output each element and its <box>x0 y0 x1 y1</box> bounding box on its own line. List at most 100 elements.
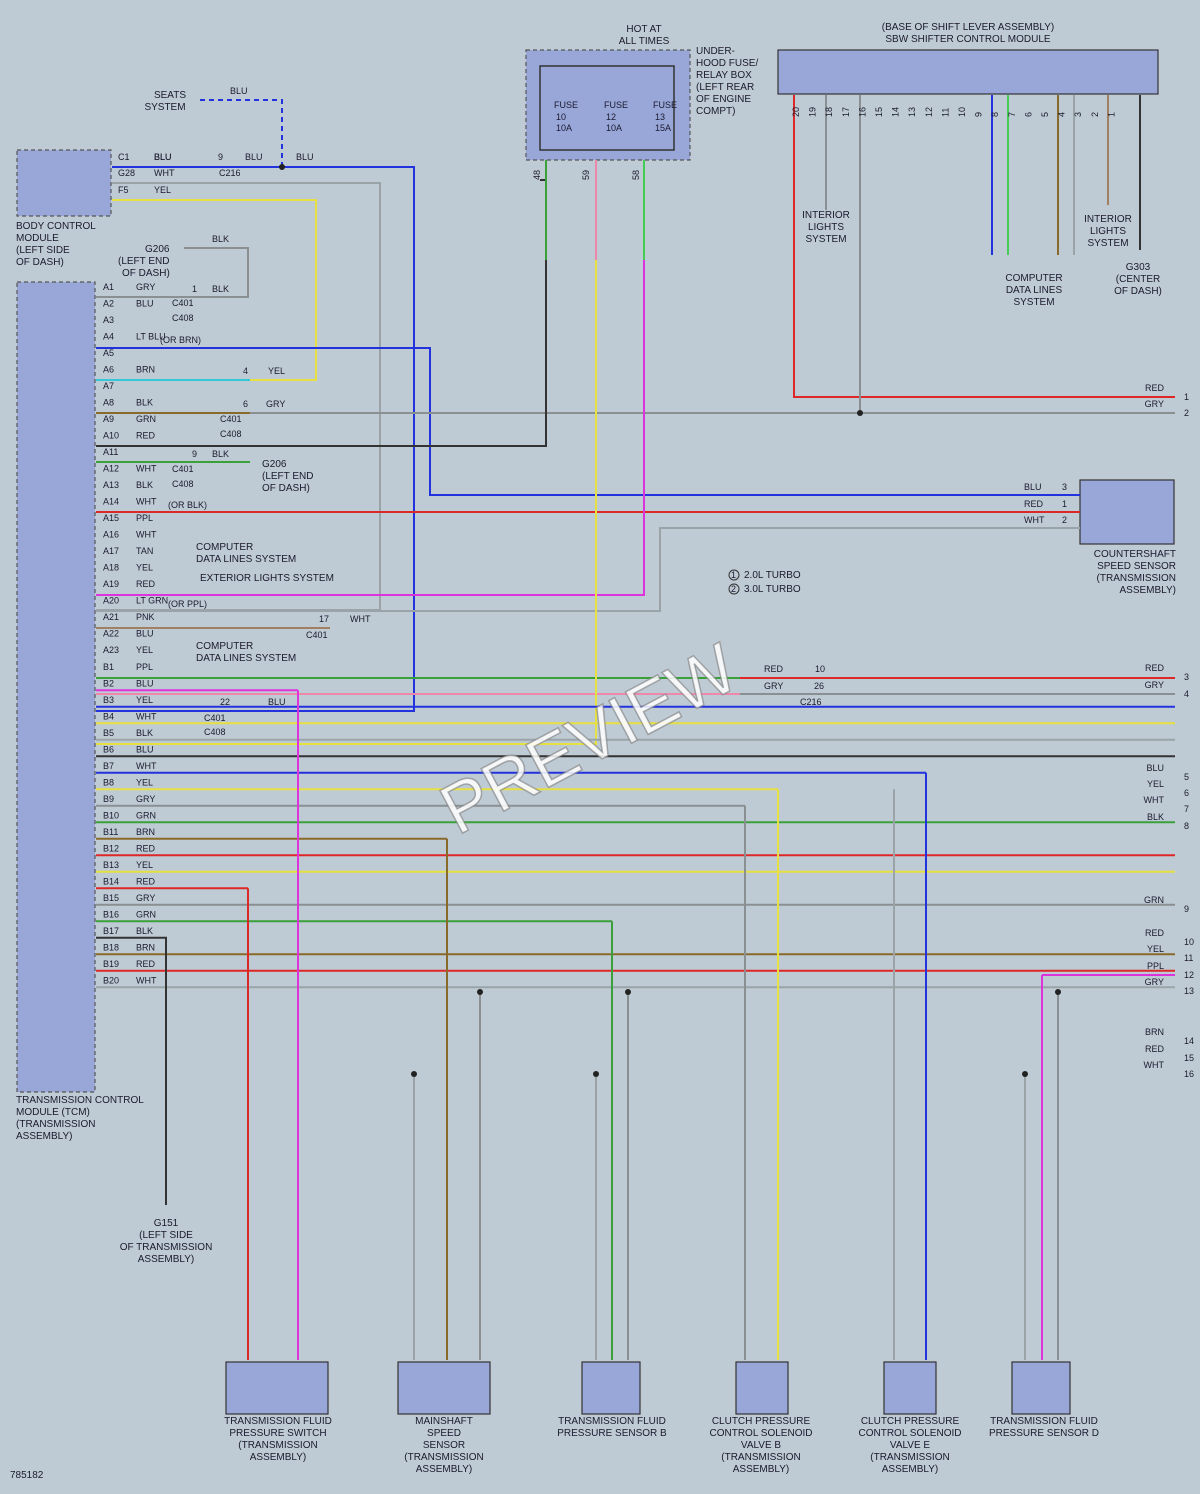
g151-label-2: (LEFT SIDE <box>139 1230 193 1241</box>
tcm-wire-color-b19: RED <box>136 959 156 969</box>
a1-c401: C401 <box>172 298 194 308</box>
tcm-pin-a15: A15 <box>103 513 119 523</box>
tcm-pin-a12: A12 <box>103 464 119 474</box>
tcm-wire-color-b18: BRN <box>136 942 155 952</box>
tcm-wire-color-b6: BLU <box>136 744 154 754</box>
pressure-sensor-d-box <box>1011 1361 1071 1415</box>
countershaft-label-3: (TRANSMISSION <box>1097 573 1176 584</box>
wire-gry-a1 <box>96 247 249 298</box>
right-edge-num-11: 11 <box>1184 953 1193 963</box>
fusebox-label-3: RELAY BOX <box>696 70 752 81</box>
tcm-pin-b19: B19 <box>103 959 119 969</box>
right-edge-num-12: 12 <box>1184 970 1194 980</box>
g303-label-1: G303 <box>1126 262 1151 273</box>
shifter-pin-14: 14 <box>891 107 901 117</box>
bcm-pin-c1: C1 <box>118 152 130 162</box>
right-edge-color-12: PPL <box>1147 961 1164 971</box>
a4-yel-label: YEL <box>268 366 285 376</box>
out4-c216: C216 <box>800 697 822 707</box>
tcm-pin-a6: A6 <box>103 365 114 375</box>
fusebox-label-2: HOOD FUSE/ <box>696 58 758 69</box>
right-edge-color-16: WHT <box>1144 1060 1165 1070</box>
a9-c408: C408 <box>172 479 194 489</box>
splice-bottom-0 <box>477 989 483 995</box>
tcm-pin-a11: A11 <box>103 447 118 457</box>
tcm-wire-color-a4: LT BLU <box>136 332 166 342</box>
a6-pin-6: 6 <box>243 399 248 409</box>
tcm-wire-color-b20: WHT <box>136 975 157 985</box>
g151-label-4: ASSEMBLY) <box>138 1254 195 1265</box>
fuse-pin-59: 59 <box>581 170 591 180</box>
tcm-wire-color-a14: WHT <box>136 497 157 507</box>
bottom-label-1-4: ASSEMBLY) <box>416 1464 473 1475</box>
splice-bottom-3 <box>411 1071 417 1077</box>
g206a-label-1: G206 <box>145 244 170 255</box>
fuse-num-12: 12 <box>606 112 616 122</box>
shifter-pin-13: 13 <box>907 107 917 117</box>
tcm-wire-color-a16: WHT <box>136 530 157 540</box>
a6-c401: C401 <box>220 414 242 424</box>
legend-num-2: 2 <box>731 584 736 594</box>
shifter-pin-15: 15 <box>874 107 884 117</box>
tcm-pin-b8: B8 <box>103 777 114 787</box>
tcm-pin-b9: B9 <box>103 794 114 804</box>
tcm-wire-color-b16: GRN <box>136 909 156 919</box>
hot-label-1: HOT AT <box>626 24 661 35</box>
right-edge-num-4: 4 <box>1184 689 1189 699</box>
tcm-pin-a18: A18 <box>103 563 119 573</box>
fuse-name-12: FUSE <box>604 100 628 110</box>
a10-or-blk: (OR BLK) <box>168 500 207 510</box>
tcm-label-1: TRANSMISSION CONTROL <box>16 1095 144 1106</box>
tcm-box <box>16 281 96 1093</box>
tcm-wire-color-b11: BRN <box>136 827 155 837</box>
tcm-wire-color-a18: YEL <box>136 563 153 573</box>
tcm-wire-color-b15: GRY <box>136 893 155 903</box>
bcm-color-f5: YEL <box>154 185 171 195</box>
splice-bottom-2 <box>1055 989 1061 995</box>
g206a-label-2: (LEFT END <box>118 256 170 267</box>
cdl-top-label-3: SYSTEM <box>1013 297 1054 308</box>
tcm-wire-color-a17: TAN <box>136 546 153 556</box>
a9-pin-9: 9 <box>192 449 197 459</box>
legend-num-1: 1 <box>731 570 736 580</box>
right-edge-color-15: RED <box>1145 1044 1165 1054</box>
right-edge-color-11: YEL <box>1147 944 1164 954</box>
interior2-label-1: INTERIOR <box>1084 214 1132 225</box>
bottom-label-4-4: ASSEMBLY) <box>882 1464 939 1475</box>
fusebox-label-6: COMPT) <box>696 106 735 117</box>
shifter-pin-4: 4 <box>1057 112 1067 117</box>
wires-group <box>96 95 1175 1360</box>
bottom-label-4-3: (TRANSMISSION <box>870 1452 949 1463</box>
right-edge-num-2: 2 <box>1184 408 1189 418</box>
shifter-pin-18: 18 <box>824 107 834 117</box>
cs-color-2: WHT <box>1024 515 1045 525</box>
out4-pin-26: 26 <box>814 681 824 691</box>
right-edge-num-8: 8 <box>1184 821 1189 831</box>
tcm-wire-color-b9: GRY <box>136 794 155 804</box>
shifter-pin-16: 16 <box>857 107 867 117</box>
tcm-wire-color-b1: PPL <box>136 662 153 672</box>
tcm-pin-b11: B11 <box>103 827 118 837</box>
right-edge-num-6: 6 <box>1184 788 1189 798</box>
cs-pin-1: 1 <box>1062 499 1067 509</box>
bottom-label-3-3: (TRANSMISSION <box>721 1452 800 1463</box>
bottom-label-0-1: PRESSURE SWITCH <box>229 1428 326 1439</box>
c1-blu-label: BLU <box>154 152 172 162</box>
right-edge-color-13: GRY <box>1145 977 1164 987</box>
hot-label-2: ALL TIMES <box>619 36 670 47</box>
bottom-label-0-0: TRANSMISSION FLUID <box>224 1416 332 1427</box>
tcm-wire-color-b7: WHT <box>136 761 157 771</box>
right-edge-color-2: GRY <box>1145 399 1164 409</box>
solenoid-valve-e-box <box>883 1361 937 1415</box>
right-edge-color-14: BRN <box>1145 1027 1164 1037</box>
fusebox-label-4: (LEFT REAR <box>696 82 754 93</box>
bottom-label-2-1: PRESSURE SENSOR B <box>557 1428 667 1439</box>
cs-color-3: BLU <box>1024 482 1042 492</box>
right-edge-num-10: 10 <box>1184 937 1194 947</box>
shifter-pin-7: 7 <box>1007 112 1017 117</box>
fluid-pressure-switch-box <box>225 1361 329 1415</box>
shifter-pin-1: 1 <box>1106 112 1116 117</box>
tcm-pin-a5: A5 <box>103 348 114 358</box>
